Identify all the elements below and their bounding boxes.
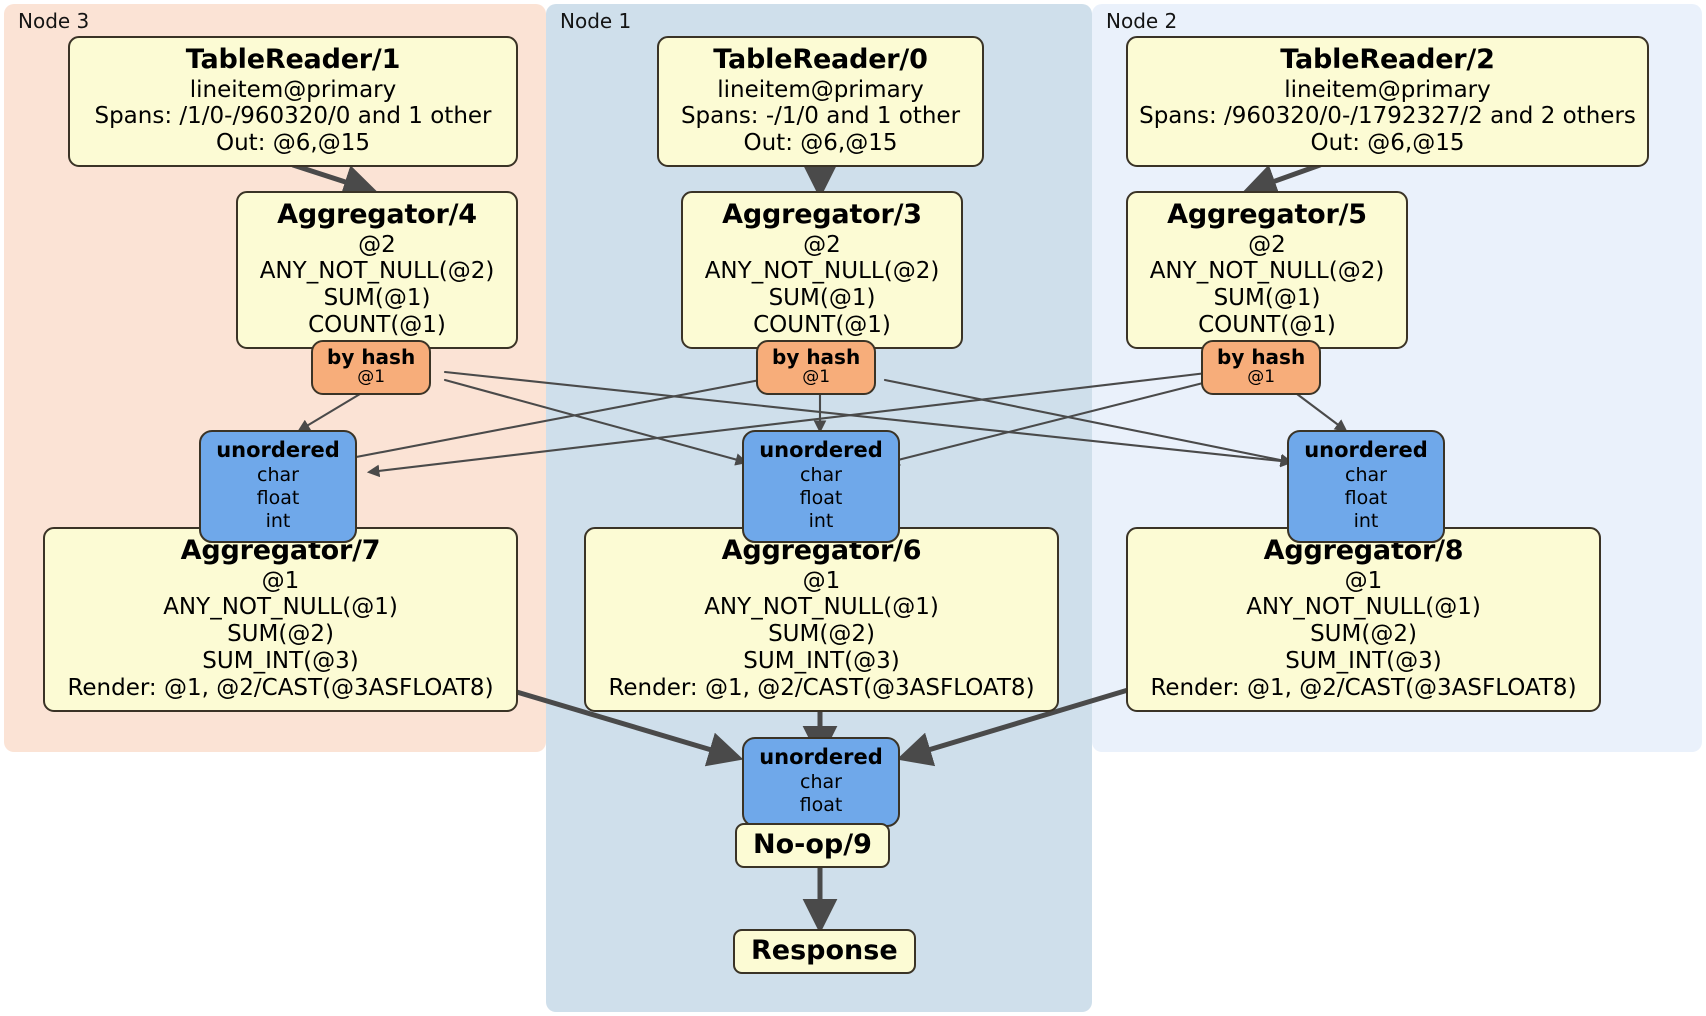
router-detail: @1 [802,367,831,388]
processor-line: lineitem@primary [717,76,924,103]
processor-line: @2 [803,231,841,258]
processor-line: SUM(@1) [323,285,431,312]
synchronizer-title: unordered [759,438,883,462]
router-by-hash-center[interactable]: by hash @1 [756,340,877,396]
synchronizer-unordered-left[interactable]: unordered char float int [199,430,357,543]
output-title: Response [751,935,898,966]
processor-line: Render: @1, @2/CAST(@3ASFLOAT8) [1150,675,1577,702]
processor-aggregator-5[interactable]: Aggregator/5 @2 ANY_NOT_NULL(@2) SUM(@1)… [1126,191,1408,350]
synchronizer-type: int [808,509,834,532]
synchronizer-type: char [1345,464,1387,487]
processor-line: Out: @6,@15 [216,130,370,157]
synchronizer-title: unordered [216,438,340,462]
output-response[interactable]: Response [733,929,916,974]
processor-aggregator-7[interactable]: Aggregator/7 @1 ANY_NOT_NULL(@1) SUM(@2)… [43,527,518,713]
processor-line: ANY_NOT_NULL(@2) [704,258,940,285]
router-detail: @1 [357,367,386,388]
synchronizer-type: float [1344,486,1388,509]
processor-line: Out: @6,@15 [743,130,898,157]
processor-line: ANY_NOT_NULL(@1) [1246,594,1481,621]
processor-title: Aggregator/4 [277,199,477,230]
processor-table-reader-1[interactable]: TableReader/1 lineitem@primary Spans: /1… [68,36,518,168]
processor-line: Spans: /1/0-/960320/0 and 1 other [94,103,492,130]
node-panel-label-node-3: Node 3 [18,9,90,33]
router-by-hash-left[interactable]: by hash @1 [311,340,432,396]
synchronizer-title: unordered [759,745,883,769]
processor-line: SUM_INT(@3) [743,648,900,675]
node-panel-label-node-2: Node 2 [1106,9,1178,33]
processor-line: lineitem@primary [189,76,397,103]
processor-aggregator-8[interactable]: Aggregator/8 @1 ANY_NOT_NULL(@1) SUM(@2)… [1126,527,1601,713]
processor-title: TableReader/0 [713,44,928,75]
processor-line: ANY_NOT_NULL(@1) [704,594,939,621]
router-detail: @1 [1247,367,1276,388]
processor-title: No-op/9 [753,829,872,860]
synchronizer-unordered-center[interactable]: unordered char float int [742,430,900,543]
processor-line: SUM(@1) [768,285,876,312]
processor-aggregator-6[interactable]: Aggregator/6 @1 ANY_NOT_NULL(@1) SUM(@2)… [584,527,1059,713]
synchronizer-type: float [799,793,843,816]
router-by-hash-right[interactable]: by hash @1 [1201,340,1322,396]
processor-line: ANY_NOT_NULL(@2) [259,258,495,285]
synchronizer-type: int [265,509,291,532]
processor-table-reader-0[interactable]: TableReader/0 lineitem@primary Spans: -/… [657,36,984,168]
processor-line: @1 [1344,567,1383,594]
processor-title: TableReader/2 [1280,44,1495,75]
processor-line: COUNT(@1) [753,312,891,339]
synchronizer-type: char [800,464,842,487]
processor-line: ANY_NOT_NULL(@1) [163,594,398,621]
processor-line: SUM_INT(@3) [1285,648,1442,675]
synchronizer-type: float [256,486,300,509]
processor-line: COUNT(@1) [1198,312,1336,339]
processor-table-reader-2[interactable]: TableReader/2 lineitem@primary Spans: /9… [1126,36,1649,168]
synchronizer-type: char [800,771,842,794]
processor-line: SUM_INT(@3) [202,648,359,675]
router-title: by hash [772,345,861,369]
processor-line: Spans: /960320/0-/1792327/2 and 2 others [1139,103,1636,130]
node-panel-label-node-1: Node 1 [560,9,632,33]
processor-title: Aggregator/3 [722,199,922,230]
processor-line: ANY_NOT_NULL(@2) [1149,258,1385,285]
processor-aggregator-4[interactable]: Aggregator/4 @2 ANY_NOT_NULL(@2) SUM(@1)… [236,191,518,350]
processor-line: @1 [261,567,300,594]
synchronizer-unordered-right[interactable]: unordered char float int [1287,430,1445,543]
processor-no-op-9[interactable]: No-op/9 [735,823,890,868]
processor-line: @1 [802,567,841,594]
processor-line: COUNT(@1) [308,312,446,339]
processor-line: @2 [358,231,396,258]
router-title: by hash [1217,345,1306,369]
processor-line: Out: @6,@15 [1310,130,1465,157]
synchronizer-unordered-final[interactable]: unordered char float [742,737,900,827]
processor-line: SUM(@1) [1213,285,1321,312]
router-title: by hash [327,345,416,369]
synchronizer-title: unordered [1304,438,1428,462]
processor-line: Spans: -/1/0 and 1 other [680,103,961,130]
processor-line: SUM(@2) [1310,621,1417,648]
processor-line: @2 [1248,231,1286,258]
processor-line: Render: @1, @2/CAST(@3ASFLOAT8) [67,675,494,702]
processor-line: SUM(@2) [768,621,875,648]
processor-title: Aggregator/5 [1167,199,1367,230]
processor-line: lineitem@primary [1284,76,1491,103]
processor-title: TableReader/1 [185,44,401,75]
synchronizer-type: int [1353,509,1379,532]
processor-line: Render: @1, @2/CAST(@3ASFLOAT8) [608,675,1035,702]
synchronizer-type: char [257,464,299,487]
processor-line: SUM(@2) [227,621,334,648]
processor-aggregator-3[interactable]: Aggregator/3 @2 ANY_NOT_NULL(@2) SUM(@1)… [681,191,963,350]
synchronizer-type: float [799,486,843,509]
